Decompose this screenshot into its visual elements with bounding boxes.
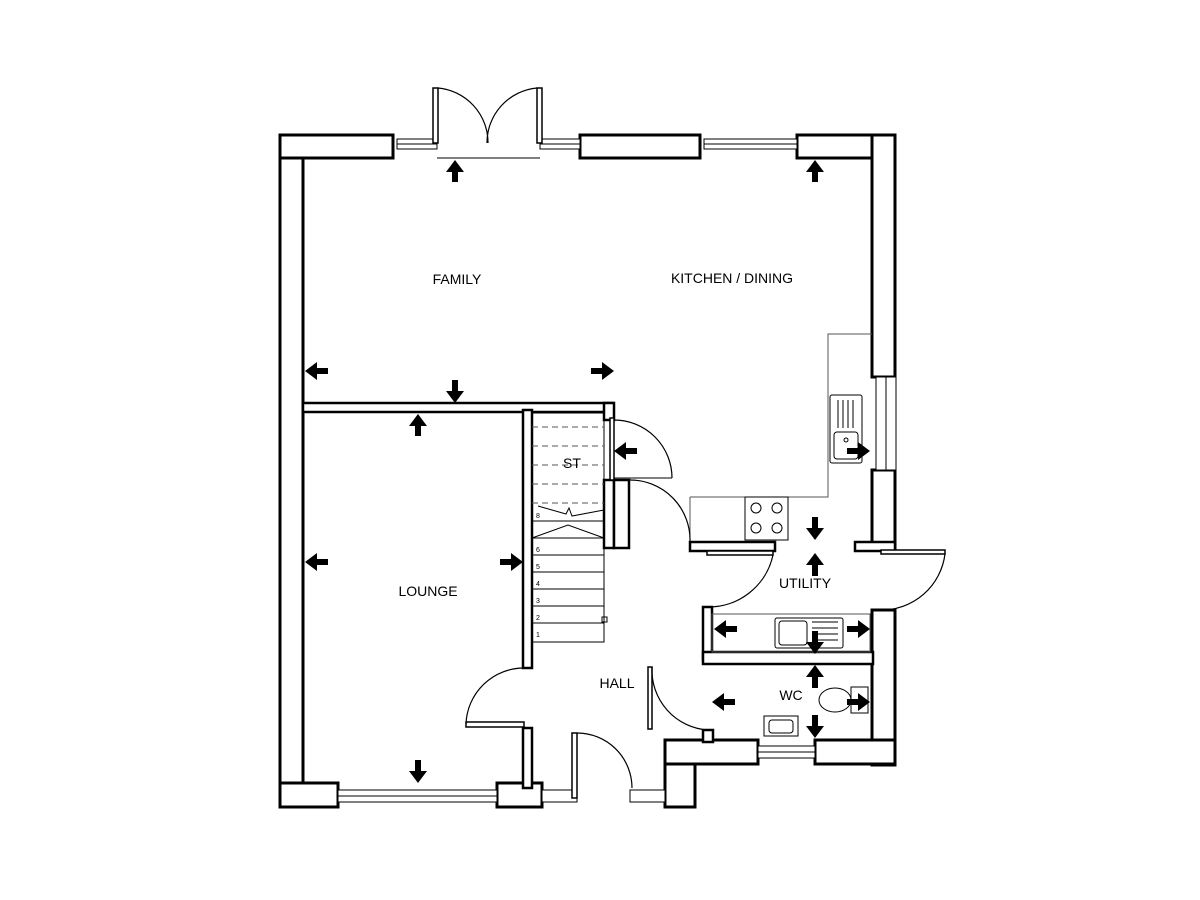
arrow-icon: [806, 517, 824, 540]
wall-utility-wc: [701, 650, 875, 666]
arrow-icon: [847, 442, 870, 460]
hob-icon: [744, 496, 789, 541]
arrow-icon: [847, 620, 870, 638]
bottom-wall-left: [278, 781, 340, 809]
arrow-icon: [806, 631, 824, 654]
room-label-wc: WC: [779, 687, 802, 703]
hall-kitchen-door: [628, 479, 691, 543]
arrow-icon: [446, 380, 464, 403]
arrow-icon: [806, 160, 824, 182]
exterior-walls: [278, 133, 897, 809]
step-number: 5: [536, 564, 540, 571]
front-door: [571, 732, 633, 799]
right-wall-upper: [870, 133, 897, 379]
left-exterior-wall: [278, 133, 305, 809]
top-wall-middle: [578, 133, 702, 160]
arrow-icon: [847, 693, 870, 711]
step-number: 1: [536, 632, 540, 639]
arrow-icon: [806, 715, 824, 738]
wall-lounge-hall-lower: [521, 726, 534, 790]
arrow-icon: [409, 414, 427, 436]
room-label-lounge: LOUNGE: [398, 583, 457, 599]
wall-store-top: [602, 401, 616, 422]
room-label-family: FAMILY: [433, 271, 482, 287]
arrow-icon: [409, 760, 427, 783]
arrow-icon: [806, 553, 824, 576]
windows: [337, 138, 897, 803]
internal-walls: [301, 401, 897, 790]
utility-door: [706, 550, 774, 608]
arrow-icon: [305, 362, 328, 380]
dimension-arrows: [305, 160, 870, 783]
kitchen-units: [689, 333, 872, 542]
room-label-store: ST: [563, 455, 581, 471]
bottom-wall-wc-right: [813, 738, 897, 766]
french-doors: [432, 87, 543, 159]
basin-icon: [763, 715, 799, 737]
staircase: 1 2 3 4 5 6 8: [531, 412, 608, 643]
arrow-icon: [446, 160, 464, 182]
arrow-icon: [305, 553, 328, 571]
step-number: 8: [536, 513, 540, 520]
wall-lounge-stairs: [521, 408, 534, 670]
room-label-kitchen-dining: KITCHEN / DINING: [671, 270, 793, 286]
utility-sink-icon: [711, 613, 871, 653]
wall-kitchen-utility-right: [853, 540, 897, 553]
top-wall-left: [278, 133, 395, 160]
wall-store-side: [602, 478, 616, 550]
wc-door: [647, 666, 709, 731]
room-label-hall: HALL: [599, 675, 634, 691]
worktop-outline: [690, 333, 872, 498]
arrow-icon: [806, 665, 824, 688]
step-number: 2: [536, 615, 540, 622]
bottom-wall-lounge-right: [495, 781, 544, 809]
step-number: 6: [536, 547, 540, 554]
room-label-utility: UTILITY: [779, 575, 832, 591]
arrow-icon: [591, 362, 614, 380]
wall-store-return: [612, 478, 631, 550]
arrow-icon: [500, 553, 523, 571]
wall-family-lounge: [301, 401, 615, 414]
arrow-icon: [712, 693, 735, 711]
store-door: [609, 417, 673, 481]
wall-kitchen-utility-left: [688, 540, 777, 553]
bottom-wall-wc-left: [663, 738, 760, 766]
step-number: 3: [536, 598, 540, 605]
step-number: 4: [536, 581, 540, 588]
lounge-door: [465, 667, 525, 728]
room-labels: FAMILY KITCHEN / DINING LOUNGE ST HALL U…: [398, 270, 831, 703]
doors: [432, 87, 946, 799]
window-hall-right: [629, 789, 666, 803]
right-wall-middle: [870, 468, 897, 552]
utility-worktop: [711, 613, 871, 653]
arrow-icon: [714, 620, 737, 638]
utility-external-door: [880, 549, 946, 611]
arrow-icon: [614, 442, 637, 460]
wall-wc-door-stub: [701, 728, 715, 744]
